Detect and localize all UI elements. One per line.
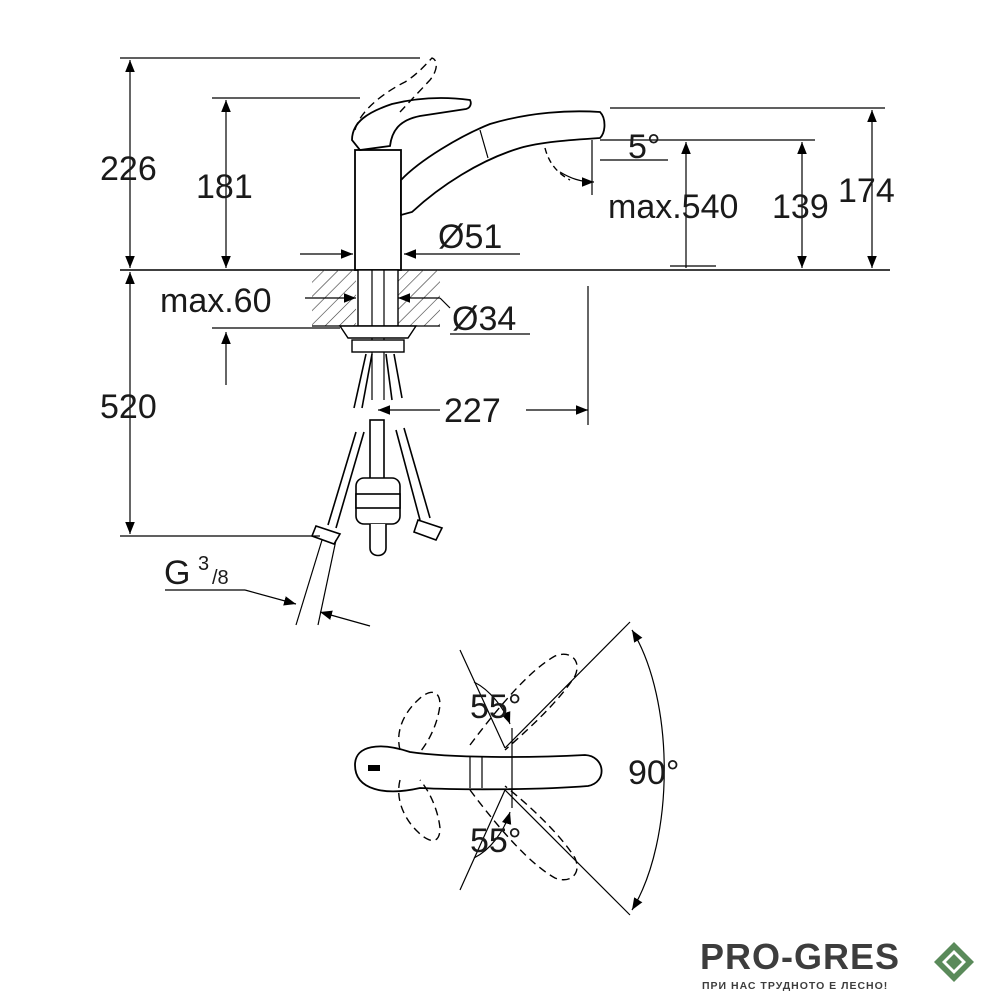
pullout-head-dashed [544, 147, 571, 181]
faucet-spout [400, 110, 606, 217]
dim-outlet-height: 139 [772, 188, 829, 226]
logo-brand: PRO-GRES [700, 936, 901, 977]
faucet-lever [351, 97, 472, 151]
dim-pullout-length: max.540 [608, 188, 738, 226]
faucet-shank [357, 269, 399, 327]
dim-counter-thickness: max.60 [160, 282, 272, 320]
dim-hose-length: 520 [100, 388, 157, 426]
supply-hoses [295, 353, 444, 626]
dim-overall-height: 226 [100, 150, 157, 188]
dim-lever-rotation: 90° [628, 754, 679, 792]
faucet-side-view [338, 57, 606, 400]
dim-thread-numerator: 3 [198, 553, 209, 575]
dim-shank-diameter: Ø34 [452, 300, 516, 338]
dim-thread-denominator: /8 [212, 567, 229, 589]
dim-thread: G [164, 554, 190, 592]
dim-swivel-left: 55° [470, 688, 521, 726]
lever-top-view [354, 621, 665, 916]
faucet-lever-raised [354, 57, 437, 131]
dim-handle-height: 181 [196, 168, 253, 206]
dim-spout-angle: 5° [628, 128, 661, 166]
diamond-logo-icon [934, 942, 974, 982]
dim-spout-reach: 227 [444, 392, 501, 430]
dimension-lines [120, 57, 885, 627]
pro-gres-logo: PRO-GRES ПРИ НАС ТРУДНОТО Е ЛЕСНО! [700, 936, 990, 996]
dimension-labels: 226 181 174 139 max.540 5° Ø51 Ø34 max.6… [100, 128, 895, 860]
logo-tagline: ПРИ НАС ТРУДНОТО Е ЛЕСНО! [702, 980, 889, 992]
dim-spout-height: 174 [838, 172, 895, 210]
dim-body-diameter: Ø51 [438, 218, 502, 256]
dim-swivel-right: 55° [470, 822, 521, 860]
faucet-body [354, 149, 402, 271]
lever-solid [354, 745, 603, 793]
